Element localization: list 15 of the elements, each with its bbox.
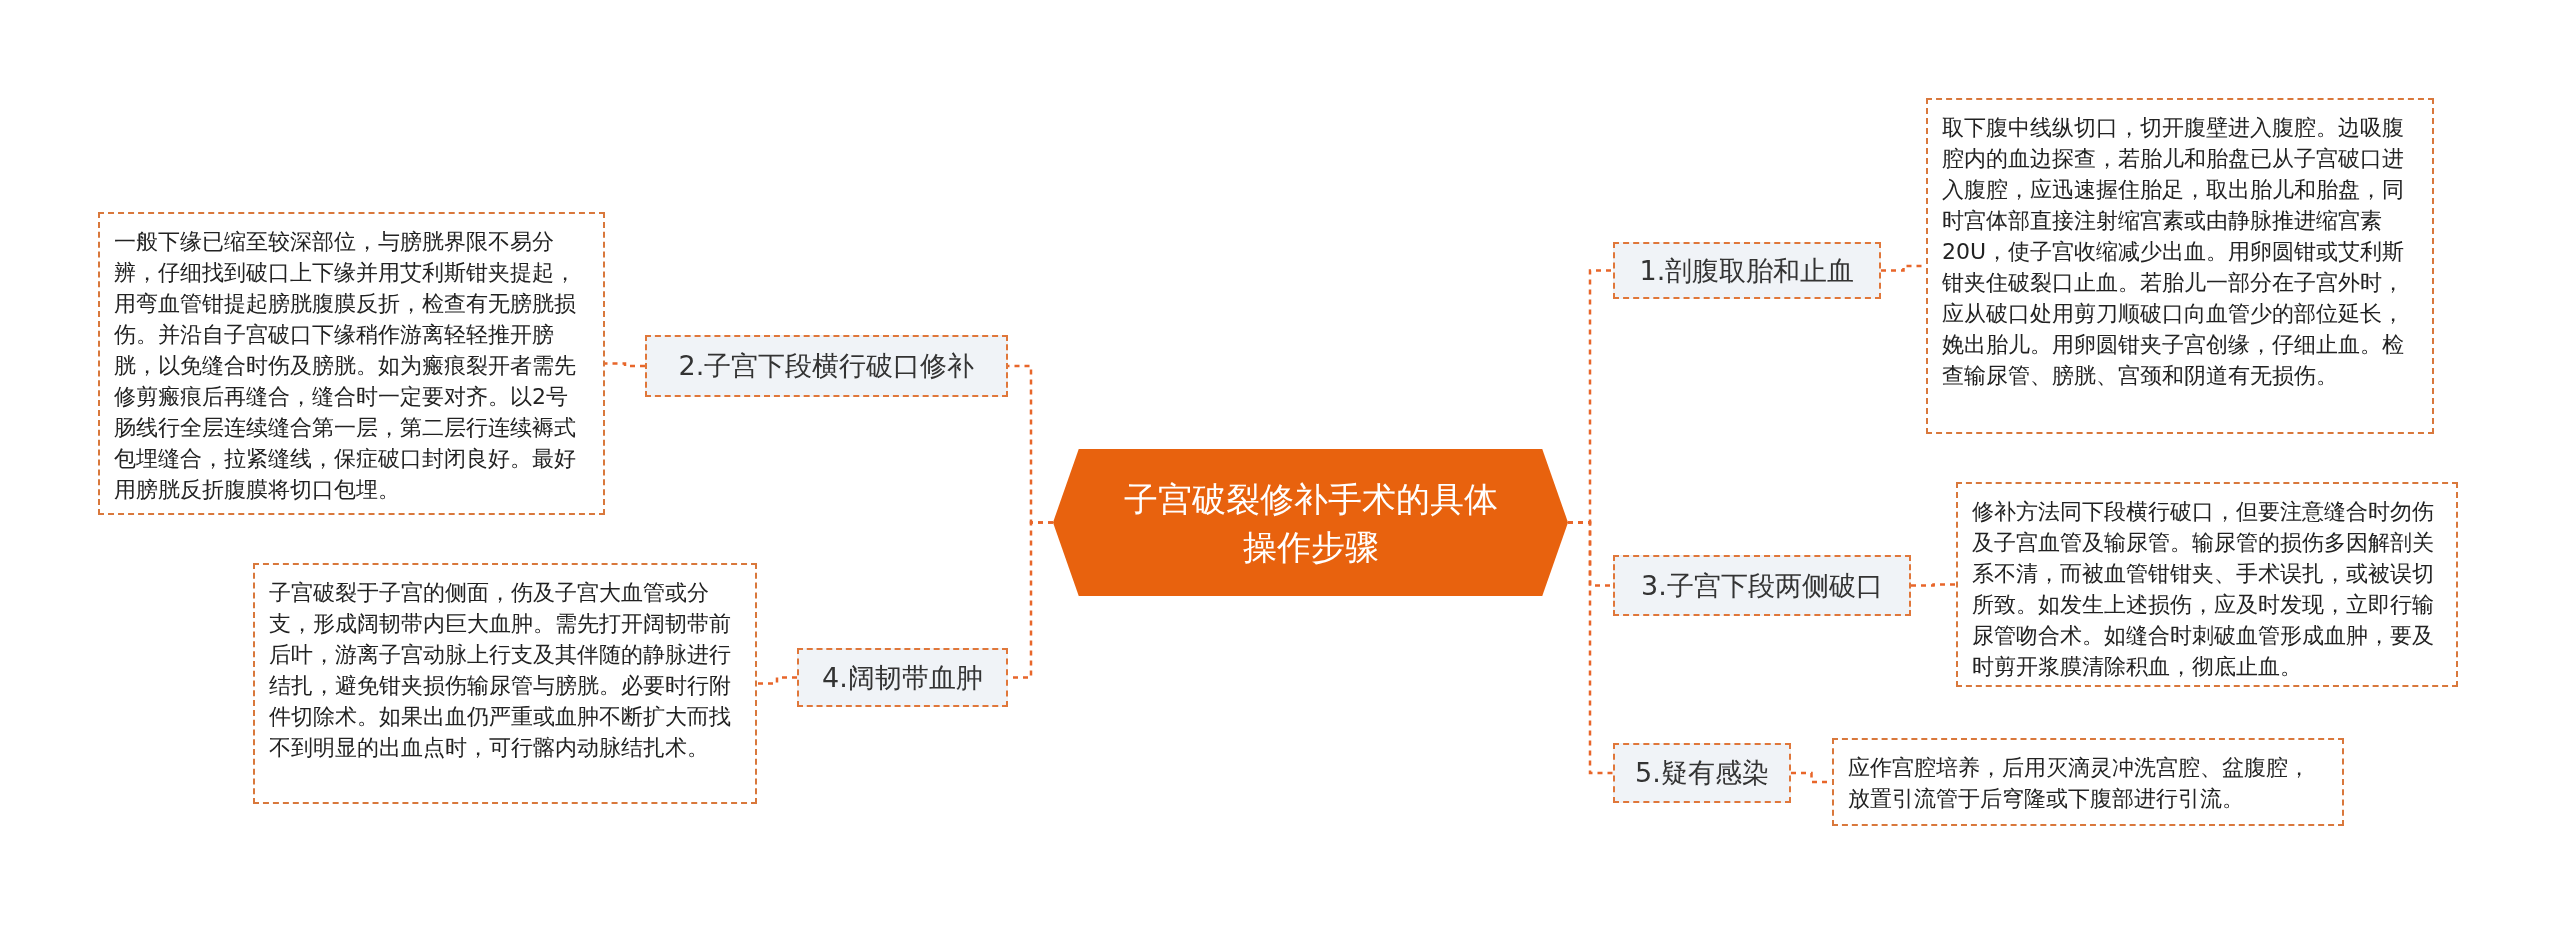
connector-line xyxy=(757,676,797,685)
branch-box: 5.疑有感染 xyxy=(1613,743,1791,803)
note-box: 子宫破裂于子宫的侧面，伤及子宫大血管或分支，形成阔韧带内巨大血肿。需先打开阔韧带前后叶，游离子宫动脉上行支及其伴随的静脉进行结扎，避免钳夹损伤输尿管与膀胱。必要时行附件切除术。如果出血仍严重或血肿不断扩大而找不到明显的出血点时，可行髂内动脉结扎术。 xyxy=(253,563,757,804)
note-box: 修补方法同下段横行破口，但要注意缝合时勿伤及子宫血管及输尿管。输尿管的损伤多因解剖关系不清，而被血管钳钳夹、手术误扎，或被误切所致。如发生上述损伤，应及时发现，立即行输尿管吻合术。如缝合时刺破血管形成血肿，要及时剪开浆膜清除积血，彻底止血。 xyxy=(1956,482,2458,687)
connector-line xyxy=(605,362,645,368)
note-box: 应作宫腔培养，后用灭滴灵冲洗宫腔、盆腹腔，放置引流管于后穹隆或下腹部进行引流。 xyxy=(1832,738,2344,826)
note-box: 一般下缘已缩至较深部位，与膀胱界限不易分辨，仔细找到破口上下缘并用艾利斯钳夹提起，用弯血管钳提起膀胱腹膜反折，检查有无膀胱损伤。并沿自子宫破口下缘稍作游离轻轻推开膀胱，以免缝合时伤及膀胱。如为瘢痕裂开者需先修剪瘢痕后再缝合，缝合时一定要对齐。以2号肠线行全层连续缝合第一层，第二层行连续褥式包埋缝合，拉紧缝线，保症破口封闭良好。最好用膀胱反折腹膜将切口包埋。 xyxy=(98,212,605,515)
branch-box: 3.子宫下段两侧破口 xyxy=(1613,555,1911,616)
topic-text: 子宫破裂修补手术的具体操作步骤 xyxy=(1122,477,1499,569)
connector-line xyxy=(1568,521,1613,775)
branch-box: 1.剖腹取胎和止血 xyxy=(1613,242,1881,299)
connector-line xyxy=(1911,583,1956,587)
note-box: 取下腹中线纵切口，切开腹壁进入腹腔。边吸腹腔内的血边探查，若胎儿和胎盘已从子宫破口进入腹腔，应迅速握住胎足，取出胎儿和胎盘，同时宫体部直接注射缩宫素或由静脉推进缩宫素20U，使子宫收缩减少出血。用卵圆钳或艾利斯钳夹住破裂口止血。若胎儿一部分在子宫外时，应从破口处用剪刀顺破口向血管少的部位延长，娩出胎儿。用卵圆钳夹子宫创缘，仔细止血。检查输尿管、膀胱、宫颈和阴道有无损伤。 xyxy=(1926,98,2434,434)
branch-box: 2.子宫下段横行破口修补 xyxy=(645,335,1008,397)
branch-box: 4.阔韧带血肿 xyxy=(797,648,1008,707)
